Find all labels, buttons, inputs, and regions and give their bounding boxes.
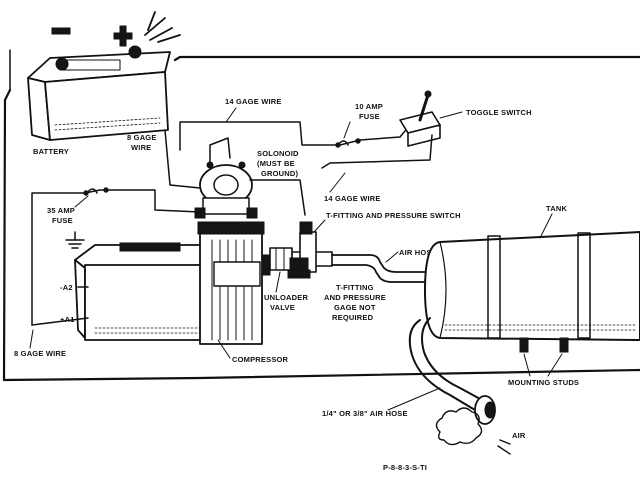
battery bbox=[27, 25, 171, 141]
wire-8-battery-label-2: WIRE bbox=[131, 143, 151, 152]
tank-label: TANK bbox=[546, 204, 567, 213]
spark-icon bbox=[144, 11, 181, 43]
wire-8-bottom-label: 8 GAGE WIRE bbox=[14, 349, 66, 358]
t-fitting-gage-label-2: AND PRESSURE bbox=[324, 293, 386, 302]
ground-symbol-icon bbox=[65, 231, 85, 249]
frame-wire bbox=[173, 55, 640, 62]
t-fitting-gage-label-4: REQUIRED bbox=[332, 313, 374, 322]
air-hose-label: AIR HOSE bbox=[399, 248, 437, 257]
wire-to-toggle bbox=[311, 124, 411, 146]
wire-35-fuse bbox=[31, 189, 201, 326]
terminal-a2-label: -A2 bbox=[60, 283, 73, 292]
positive-terminal-icon bbox=[128, 45, 142, 59]
solenoid-label-1: SOLONOID bbox=[257, 149, 299, 158]
fuse-10-label-2: FUSE bbox=[359, 112, 380, 121]
t-fitting-gage-label-1: T-FITTING bbox=[336, 283, 374, 292]
minus-sign-icon bbox=[51, 27, 71, 35]
compressor-label: COMPRESSOR bbox=[232, 355, 289, 364]
air-hose bbox=[331, 254, 431, 273]
outlet-hose bbox=[408, 319, 476, 411]
toggle-switch-icon bbox=[399, 90, 441, 147]
air-label: AIR bbox=[512, 431, 526, 440]
t-fitting-gage-label-3: GAGE NOT bbox=[334, 303, 376, 312]
wire-14-top bbox=[179, 121, 313, 151]
mounting-studs-label: MOUNTING STUDS bbox=[508, 378, 579, 387]
t-fitting bbox=[287, 221, 333, 279]
tank bbox=[424, 231, 640, 353]
solenoid-label-2: (MUST BE bbox=[257, 159, 295, 168]
hose-coupler-icon bbox=[474, 395, 496, 425]
wire-14-lower-label: 14 GAGE WIRE bbox=[324, 194, 381, 203]
hose-size-label: 1/4" OR 3/8" AIR HOSE bbox=[322, 409, 408, 418]
unloader-label-2: VALVE bbox=[270, 303, 295, 312]
pressure-gage-icon bbox=[287, 269, 311, 279]
fuse-10-label-1: 10 AMP bbox=[355, 102, 383, 111]
wire-14-top-label: 14 GAGE WIRE bbox=[225, 97, 282, 106]
fuse-35-label-1: 35 AMP bbox=[47, 206, 75, 215]
wire-8-battery-label-1: 8 GAGE bbox=[127, 133, 157, 142]
air-cloud-icon bbox=[435, 407, 511, 455]
unloader-label-1: UNLOADER bbox=[264, 293, 308, 302]
terminal-a1-label: +A1 bbox=[60, 315, 75, 324]
part-code-label: P-8-8-3-S-TI bbox=[383, 463, 427, 472]
frame-wire-left bbox=[2, 88, 640, 382]
battery-label: BATTERY bbox=[33, 147, 69, 156]
fuse-35-label-2: FUSE bbox=[52, 216, 73, 225]
t-fitting-switch-label: T-FITTING AND PRESSURE SWITCH bbox=[326, 211, 461, 220]
pressure-switch-icon bbox=[299, 221, 313, 235]
negative-terminal-icon bbox=[55, 57, 69, 71]
toggle-switch-label: TOGGLE SWITCH bbox=[466, 108, 532, 117]
solenoid-label-3: GROUND) bbox=[261, 169, 299, 178]
unloader-valve bbox=[269, 247, 293, 271]
compressor bbox=[74, 221, 271, 345]
solenoid bbox=[194, 161, 258, 219]
